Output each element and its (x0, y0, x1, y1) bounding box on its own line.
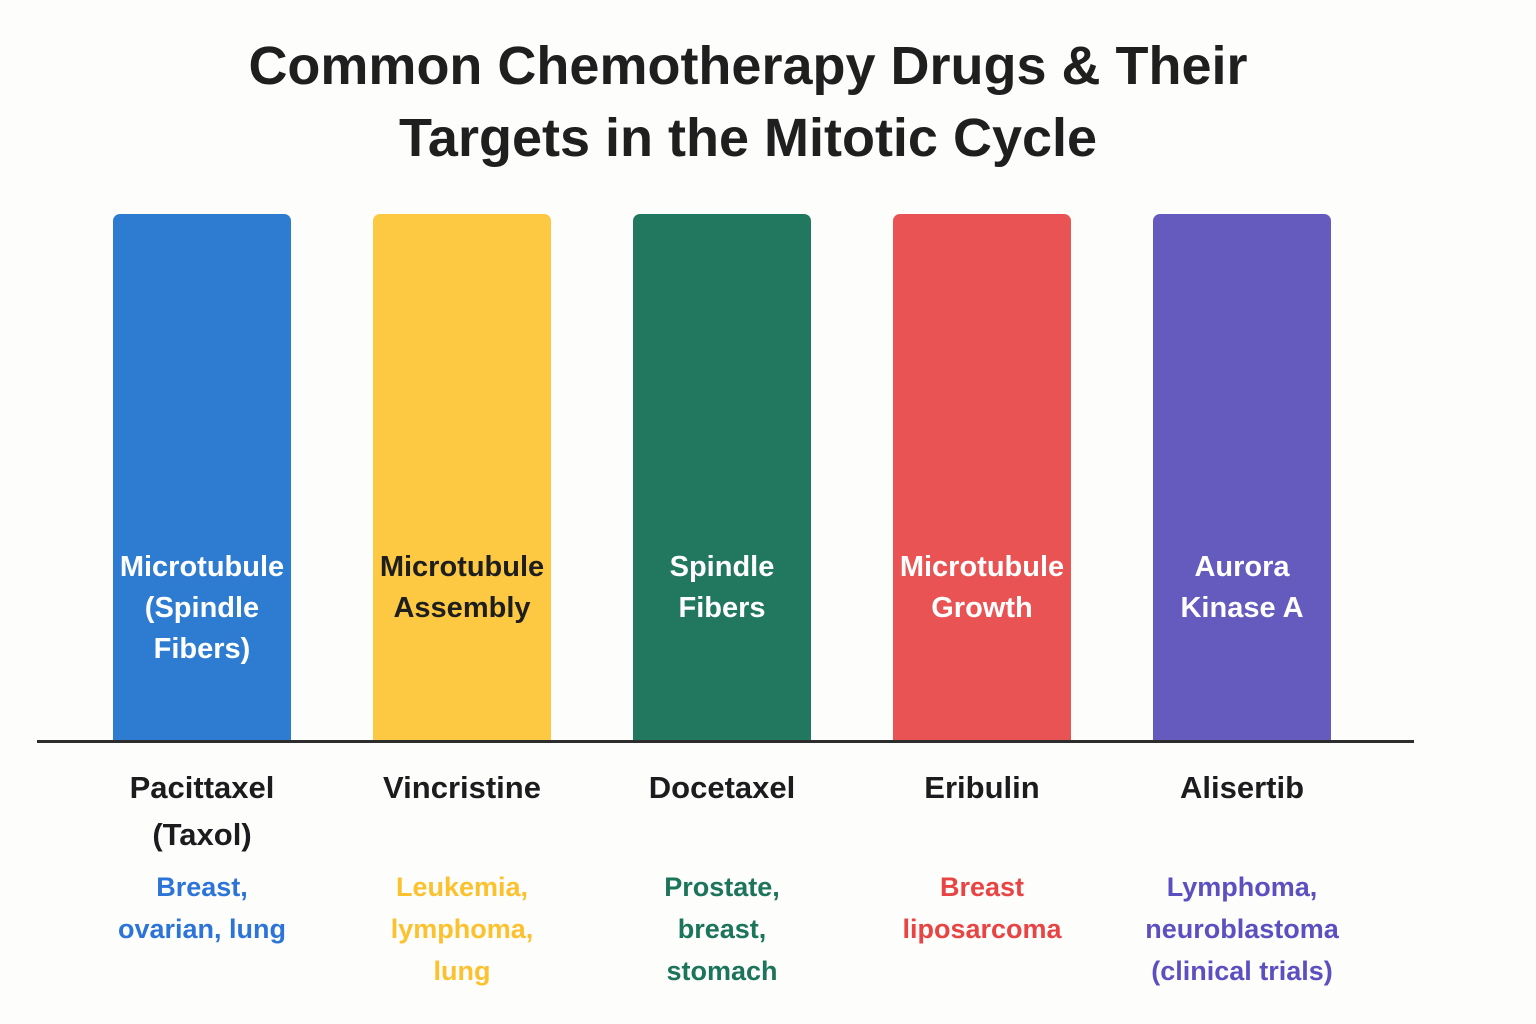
cancer-types: Lymphoma, neuroblastoma (clinical trials) (1112, 866, 1372, 992)
cancer-types-line: (clinical trials) (1151, 956, 1333, 986)
cancer-types-row: Breast, ovarian, lung Leukemia, lymphoma, lu… (72, 866, 1372, 992)
drug-name-line: Docetaxel (648, 770, 796, 805)
cancer-types-line: Breast, (156, 872, 248, 902)
drug-name-line: Vincristine (383, 770, 541, 805)
cancer-types-line: Lymphoma, (1166, 872, 1318, 902)
drug-name: Pacittaxel (Taxol) (72, 764, 332, 858)
cancer-types-line: Leukemia, (395, 872, 529, 902)
cancer-types-line: lung (433, 956, 491, 986)
cancer-types-line: Breast (939, 872, 1025, 902)
drug-names-row: Pacittaxel (Taxol) Vincristine Docetaxel Eri… (72, 764, 1372, 858)
target-label-line: Growth (931, 592, 1033, 624)
x-axis-baseline (37, 740, 1414, 743)
target-label-line: Fibers) (153, 633, 251, 665)
cancer-types-line: liposarcoma (902, 914, 1062, 944)
drug-name: Vincristine (332, 764, 592, 858)
cancer-types-line: breast, (677, 914, 767, 944)
target-label-line: Kinase A (1180, 592, 1304, 624)
target-label-line: Aurora (1194, 551, 1290, 583)
chart-title: Common Chemotherapy Drugs & Their Target… (20, 30, 1476, 174)
target-label-line: (Spindle (144, 592, 260, 624)
target-label-line: Microtubule (119, 551, 285, 583)
cancer-types-line: Prostate, (664, 872, 780, 902)
cancer-types-line: lymphoma, (390, 914, 534, 944)
target-label-line: Fibers (678, 592, 766, 624)
drug-name-line: Alisertib (1179, 770, 1305, 805)
cancer-types: Breast, ovarian, lung (72, 866, 332, 992)
drug-name: Docetaxel (592, 764, 852, 858)
drug-name-line: (Taxol) (152, 817, 252, 852)
cancer-types: Leukemia, lymphoma, lung (332, 866, 592, 992)
chart-title-line-2: Targets in the Mitotic Cycle (398, 108, 1098, 168)
chart-title-line-1: Common Chemotherapy Drugs & Their (248, 36, 1248, 96)
target-label-line: Microtubule (899, 551, 1065, 583)
cancer-types-line: stomach (666, 956, 778, 986)
cancer-types-line: neuroblastoma (1145, 914, 1339, 944)
target-label-line: Assembly (393, 592, 531, 624)
drug-name: Eribulin (852, 764, 1112, 858)
cancer-types-line: ovarian, lung (117, 914, 287, 944)
target-label-line: Microtubule (379, 551, 545, 583)
target-label-line: Spindle (669, 551, 775, 583)
cancer-types: Prostate, breast, stomach (592, 866, 852, 992)
drug-name-line: Pacittaxel (129, 770, 275, 805)
drug-name-line: Eribulin (924, 770, 1040, 805)
cancer-types: Breast liposarcoma (852, 866, 1112, 992)
drug-name: Alisertib (1112, 764, 1372, 858)
